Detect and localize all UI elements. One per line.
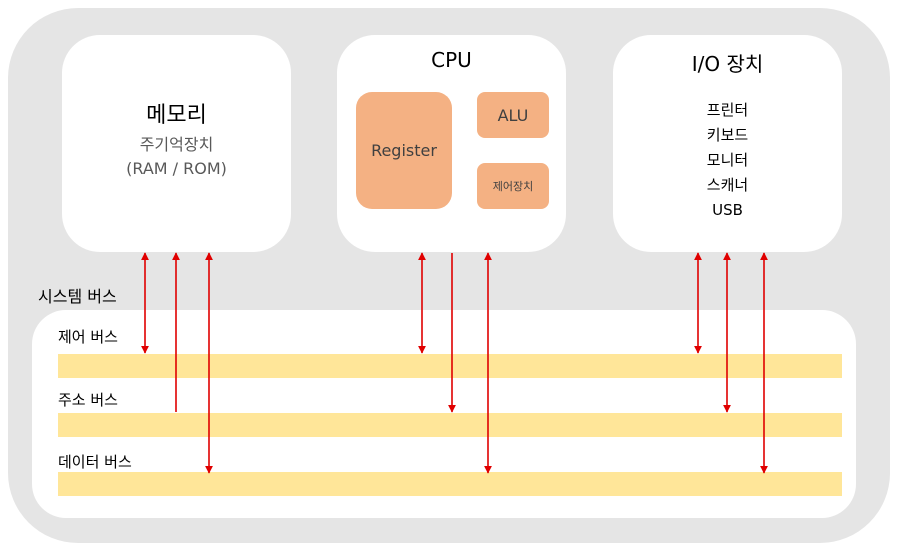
control-bus-bar [58,354,842,378]
data-bus-label: 데이터 버스 [58,453,132,471]
control-unit-block: 제어장치 [477,163,549,209]
io-device-list: 프린터 키보드 모니터 스캐너 USB [613,98,842,223]
io-title: I/O 장치 [691,52,764,76]
io-device-usb: USB [712,201,743,219]
cpu-box: CPU Register ALU 제어장치 [337,35,566,252]
io-device-scanner: 스캐너 [706,176,749,194]
address-bus-bar [58,413,842,437]
io-device-monitor: 모니터 [706,151,749,169]
io-device-printer: 프린터 [706,101,749,119]
data-bus-bar [58,472,842,496]
register-block: Register [356,92,452,209]
memory-title: 메모리 [146,103,207,128]
memory-box: 메모리 주기억장치 (RAM / ROM) [62,35,291,252]
memory-subtitle: 주기억장치 (RAM / ROM) [62,133,291,181]
io-device-keyboard: 키보드 [706,126,749,144]
io-box: I/O 장치 프린터 키보드 모니터 스캐너 USB [613,35,842,252]
system-bus-label: 시스템 버스 [38,287,117,306]
control-bus-label: 제어 버스 [58,328,118,346]
memory-subtitle-line2: (RAM / ROM) [126,159,227,178]
memory-subtitle-line1: 주기억장치 [139,135,214,154]
cpu-title: CPU [431,48,472,72]
alu-block: ALU [477,92,549,138]
address-bus-label: 주소 버스 [58,391,118,409]
